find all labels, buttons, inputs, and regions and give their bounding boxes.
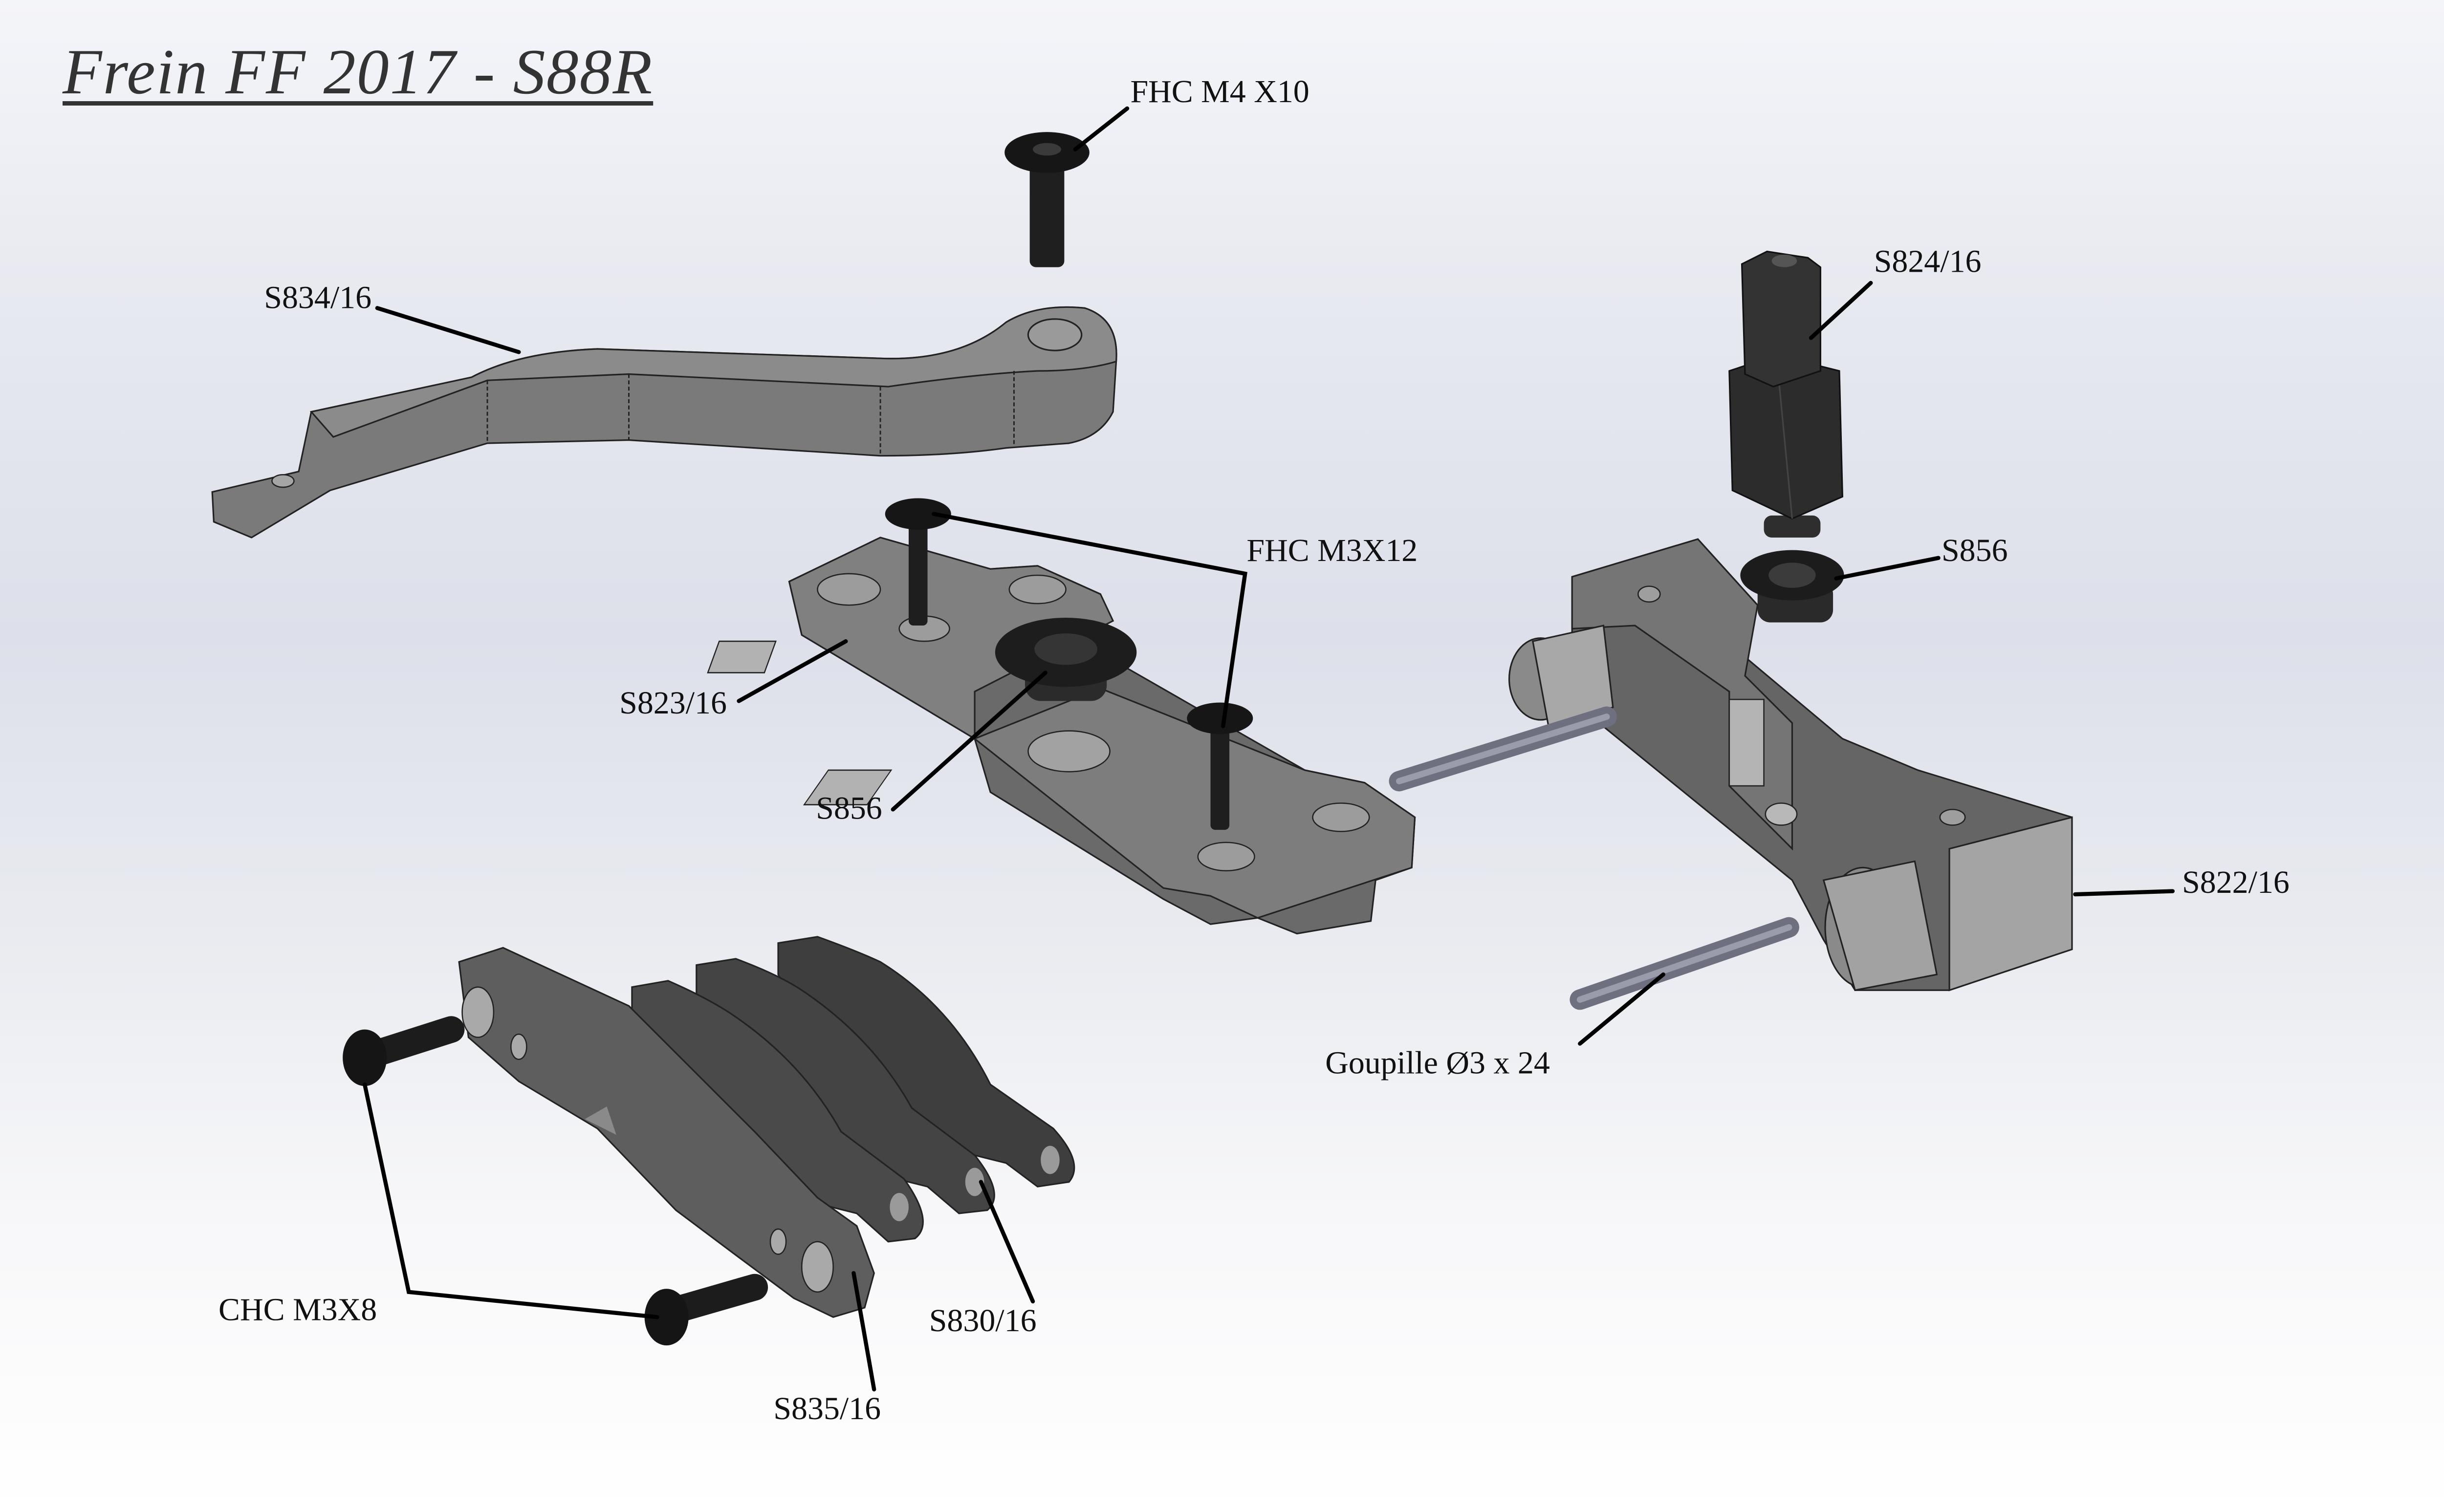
part-s834-lever-arm bbox=[211, 306, 1117, 539]
label-s822: S822/16 bbox=[2182, 864, 2290, 900]
label-s856-left: S856 bbox=[816, 791, 882, 826]
leader-s856-left bbox=[891, 670, 1047, 812]
part-s856-right-bushing bbox=[1740, 550, 1844, 623]
leader-s823 bbox=[737, 639, 848, 703]
leader-fhc-m3x12 bbox=[932, 512, 1247, 729]
callout-labels: FHC M4 X10 S834/16 S824/16 FHC M3X12 S85… bbox=[218, 74, 2290, 1426]
part-fhc-m4x10-screw bbox=[1004, 132, 1090, 267]
part-s856-left-bushing bbox=[995, 617, 1137, 701]
label-s830: S830/16 bbox=[929, 1303, 1037, 1339]
part-s824-stepped-shaft bbox=[1728, 250, 1844, 538]
leader-s830 bbox=[979, 1180, 1035, 1304]
label-chc-m3x8: CHC M3X8 bbox=[218, 1292, 377, 1328]
drawing-title: Frein FF 2017 - S88R bbox=[63, 36, 654, 108]
part-s823-base-plate bbox=[707, 537, 1416, 935]
label-s835: S835/16 bbox=[773, 1391, 881, 1426]
part-goupille-pins bbox=[1389, 706, 1799, 1010]
leader-lines bbox=[362, 106, 2175, 1392]
leader-s822 bbox=[2073, 889, 2175, 897]
leader-goupille bbox=[1578, 972, 1665, 1046]
part-chc-m3x8-screws bbox=[343, 1016, 768, 1346]
label-fhc-m4x10: FHC M4 X10 bbox=[1130, 74, 1309, 109]
label-fhc-m3x12: FHC M3X12 bbox=[1246, 533, 1418, 568]
label-s856-right: S856 bbox=[1942, 533, 2008, 568]
leader-s835 bbox=[851, 1271, 876, 1392]
part-s822-hinge-block bbox=[1508, 538, 2073, 992]
label-s834: S834/16 bbox=[264, 280, 371, 315]
leader-fhc-m4x10 bbox=[1073, 106, 1130, 151]
leader-s856-right bbox=[1834, 556, 1941, 581]
leader-s834 bbox=[375, 306, 521, 354]
part-fhc-m3x12-screws bbox=[885, 498, 1253, 830]
part-s835-link-plate bbox=[458, 947, 875, 1318]
leader-chc-m3x8 bbox=[362, 1082, 659, 1319]
label-s823: S823/16 bbox=[619, 685, 727, 721]
part-s830-brake-shoes bbox=[631, 936, 1075, 1243]
label-s824: S824/16 bbox=[1874, 243, 1982, 279]
leader-s824 bbox=[1809, 281, 1873, 340]
label-goupille: Goupille Ø3 x 24 bbox=[1325, 1045, 1550, 1081]
